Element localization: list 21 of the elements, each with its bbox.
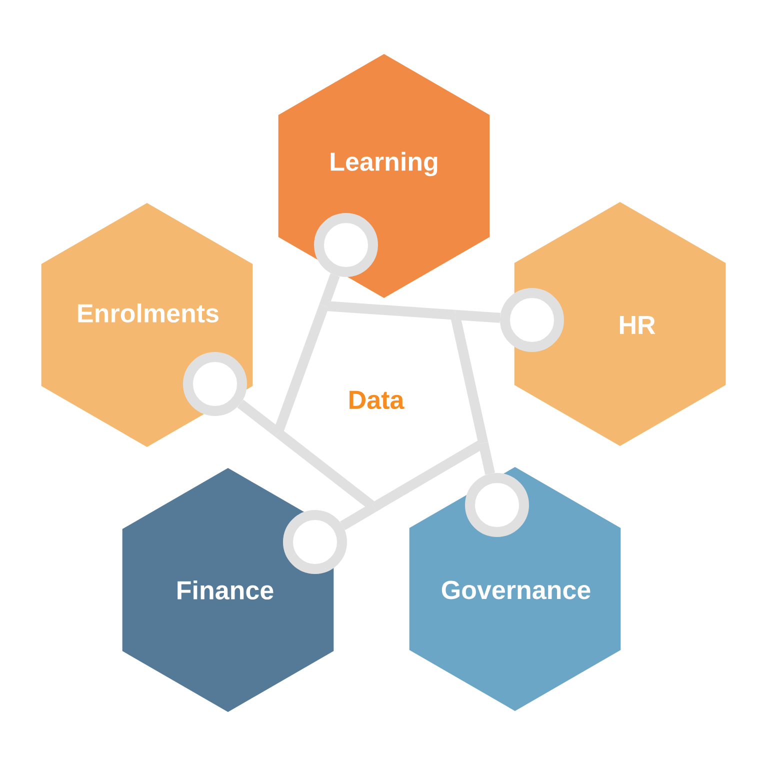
- connector-line: [450, 317, 488, 444]
- connector-line: [371, 440, 483, 512]
- connector-line: [327, 301, 456, 320]
- connector-line: [237, 400, 282, 437]
- hexagon: HR: [514, 202, 726, 446]
- ring-circle: [500, 288, 564, 352]
- connector-line: [454, 310, 500, 323]
- center-label: Data: [350, 390, 404, 410]
- connector-line: [274, 428, 374, 510]
- ring-circle: [183, 352, 247, 416]
- hexagon: Learning: [278, 54, 490, 298]
- ring-circle: [465, 473, 529, 537]
- ring-circle: [314, 213, 378, 277]
- connector-line: [274, 304, 329, 431]
- hexagon: Finance: [122, 468, 334, 712]
- ring-circle: [283, 510, 347, 574]
- connector-line: [478, 442, 495, 475]
- hexagon: Governance: [409, 467, 621, 711]
- connector-line: [319, 273, 340, 308]
- connector-line: [340, 502, 377, 530]
- hexagon: Enrolments: [41, 203, 253, 447]
